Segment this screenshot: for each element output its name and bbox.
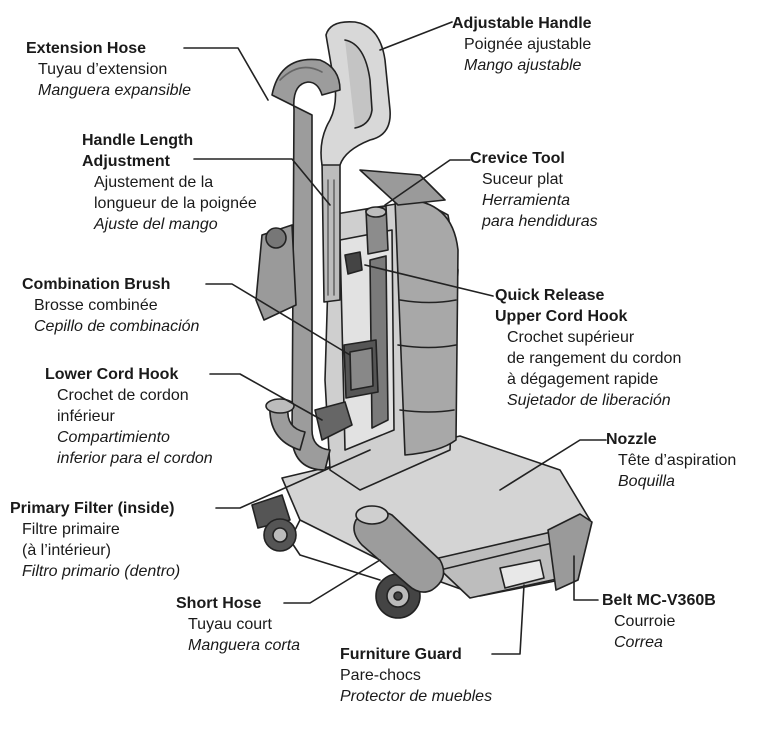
- callout-spanish: Filtro primario (dentro): [22, 563, 181, 580]
- leader-quick-release: [364, 264, 494, 297]
- leader-extension-hose: [183, 47, 269, 101]
- callout-spanish: Herramienta: [482, 192, 571, 209]
- furniture-guard: [499, 559, 545, 589]
- callout-furniture-guard: Furniture Guard Pare-chocs Protector de …: [340, 644, 492, 707]
- leader-primary-filter: [215, 449, 371, 509]
- callout-belt: Belt MC-V360B Courroie Correa: [602, 590, 716, 653]
- nozzle-side-cap: [547, 513, 593, 591]
- callout-lower-cord-hook: Lower Cord Hook Crochet de cordon inféri…: [45, 364, 213, 469]
- callout-title-line2: Upper Cord Hook: [495, 308, 628, 325]
- callout-title: Quick Release: [495, 287, 605, 304]
- callout-adjustable-handle: Adjustable Handle Poignée ajustable Mang…: [452, 13, 592, 76]
- callout-spanish: Boquilla: [618, 473, 675, 490]
- callout-extension-hose: Extension Hose Tuyau d’extension Manguer…: [26, 38, 191, 101]
- leader-short-hose: [283, 559, 381, 604]
- leader-belt: [573, 555, 599, 601]
- dust-cup: [394, 198, 459, 456]
- callout-spanish: Protector de muebles: [340, 688, 493, 705]
- callout-french-line2: de rangement du cordon: [507, 350, 682, 367]
- leader-combination-brush: [205, 283, 351, 356]
- callout-spanish: Compartimiento: [57, 429, 170, 446]
- callout-french-line2: (à l’intérieur): [22, 542, 111, 559]
- callout-short-hose: Short Hose Tuyau court Manguera corta: [176, 593, 300, 656]
- callout-french-line2: inférieur: [57, 408, 115, 425]
- callout-title: Crevice Tool: [470, 150, 565, 167]
- callout-title: Short Hose: [176, 595, 262, 612]
- callout-french: Filtre primaire: [22, 521, 120, 538]
- callout-title: Nozzle: [606, 431, 657, 448]
- callout-spanish: Correa: [614, 634, 663, 651]
- callout-title-line2: Adjustment: [82, 153, 170, 170]
- callout-french-line3: à dégagement rapide: [507, 371, 659, 388]
- callout-french: Courroie: [614, 613, 676, 630]
- callout-french: Ajustement de la: [94, 174, 214, 191]
- callout-french: Brosse combinée: [34, 297, 158, 314]
- callout-french: Tuyau court: [188, 616, 272, 633]
- callout-spanish: Manguera corta: [188, 637, 301, 654]
- callout-crevice-tool: Crevice Tool Suceur plat Herramienta par…: [470, 148, 598, 232]
- callout-spanish: Ajuste del mango: [94, 216, 218, 233]
- callout-french: Tuyau d’extension: [38, 61, 168, 78]
- leader-adjustable-handle: [379, 21, 453, 51]
- callout-nozzle: Nozzle Tête d’aspiration Boquilla: [606, 429, 736, 492]
- callout-spanish: Cepillo de combinación: [34, 318, 200, 335]
- callout-primary-filter: Primary Filter (inside) Filtre primaire …: [10, 498, 180, 582]
- callout-title: Extension Hose: [26, 40, 147, 57]
- quick-release-hook: [344, 251, 363, 275]
- callout-title: Belt MC-V360B: [602, 592, 716, 609]
- callout-spanish: Mango ajustable: [464, 57, 582, 74]
- extension-hose: [271, 58, 341, 471]
- leader-handle-length: [193, 158, 331, 206]
- callout-title: Adjustable Handle: [452, 15, 592, 32]
- callout-quick-release-hook: Quick Release Upper Cord Hook Crochet su…: [495, 285, 681, 411]
- callout-french-line2: longueur de la poignée: [94, 195, 257, 212]
- callout-spanish-line2: inferior para el cordon: [57, 450, 213, 467]
- callout-french: Crochet de cordon: [57, 387, 189, 404]
- leader-furniture-guard: [491, 584, 525, 655]
- callout-french: Poignée ajustable: [464, 36, 592, 53]
- callout-title: Combination Brush: [22, 276, 171, 293]
- leader-nozzle: [499, 439, 607, 491]
- handle-wand: [321, 157, 341, 303]
- callout-combination-brush: Combination Brush Brosse combinée Cepill…: [22, 274, 199, 337]
- callout-title: Handle Length: [82, 132, 194, 149]
- callout-title: Lower Cord Hook: [45, 366, 179, 383]
- callout-french: Crochet supérieur: [507, 329, 635, 346]
- callout-french: Tête d’aspiration: [618, 452, 737, 469]
- callout-title: Primary Filter (inside): [10, 500, 175, 517]
- callout-spanish: Sujetador de liberación: [507, 392, 671, 409]
- callout-spanish-line2: para hendiduras: [482, 213, 598, 230]
- callout-spanish: Manguera expansible: [38, 82, 191, 99]
- callout-handle-length-adjustment: Handle Length Adjustment Ajustement de l…: [82, 130, 257, 235]
- leader-lower-cord-hook: [209, 373, 323, 421]
- callout-french: Suceur plat: [482, 171, 563, 188]
- lower-cord-hook: [314, 401, 353, 441]
- callout-title: Furniture Guard: [340, 646, 462, 663]
- leader-crevice-tool: [384, 159, 471, 206]
- callout-french: Pare-chocs: [340, 667, 421, 684]
